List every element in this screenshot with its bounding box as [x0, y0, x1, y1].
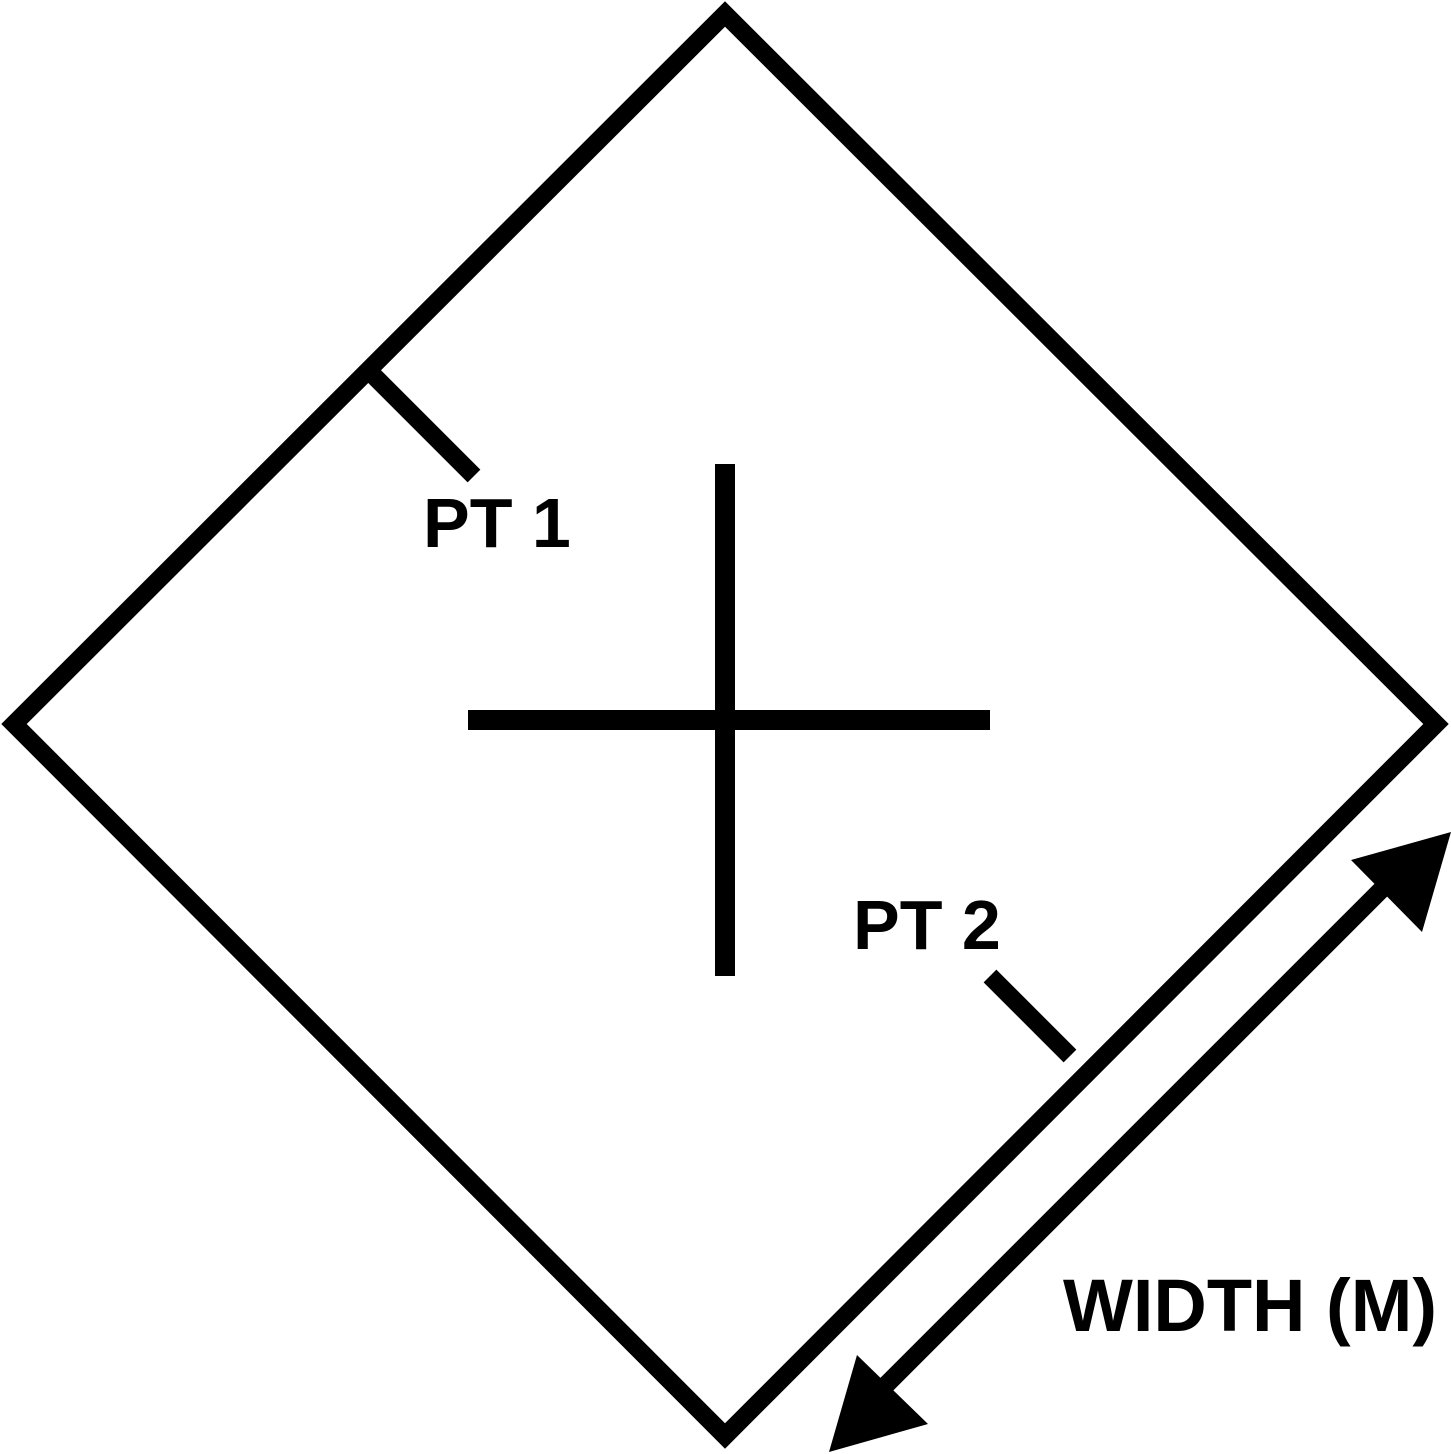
- pt2-label: PT 2: [853, 886, 1001, 964]
- pt1-tick: [363, 365, 481, 483]
- width-arrow-head-lower: [829, 1355, 928, 1452]
- width-label: WIDTH (M): [1063, 1264, 1437, 1347]
- width-arrow-shaft: [878, 871, 1400, 1393]
- width-arrow-head-upper: [1351, 832, 1451, 932]
- pt2-tick: [983, 969, 1077, 1063]
- pt1-label: PT 1: [423, 484, 571, 562]
